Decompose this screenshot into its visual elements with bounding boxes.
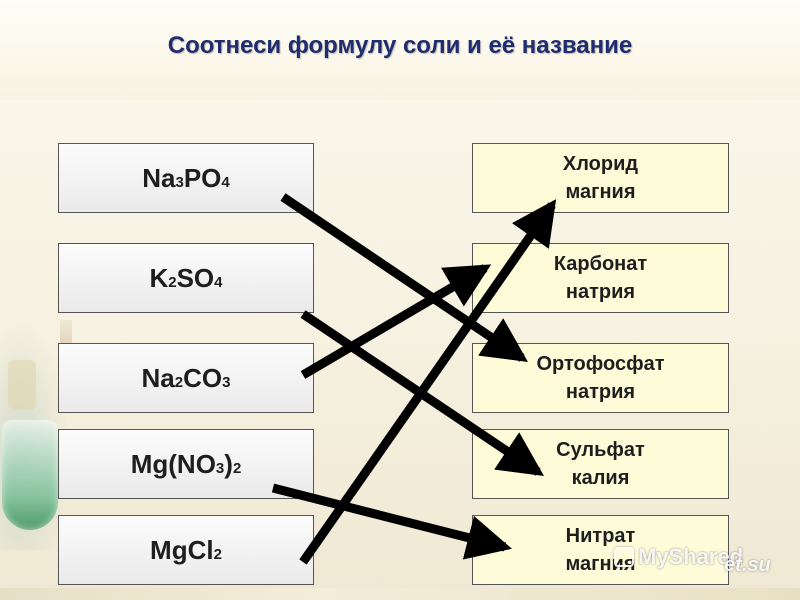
arrow-na2co3-to-carbonate [300, 264, 492, 379]
watermark-site: et.su [724, 554, 771, 576]
name-line-1: Нитрат [565, 525, 636, 547]
site-watermark: MyShared et.su [614, 540, 784, 576]
watermark-brand: MyShared [638, 544, 744, 569]
name-line-1: Сульфат [556, 439, 645, 461]
name-box-sodium-orthophosphate: Ортофосфат натрия [472, 343, 729, 413]
name-line-1: Хлорид [562, 153, 639, 175]
name-box-potassium-sulfate: Сульфат калия [472, 429, 729, 499]
myshared-logo-icon [614, 547, 634, 567]
name-line-2: калия [571, 467, 630, 489]
header-band [0, 0, 800, 100]
footer-stripe [0, 588, 800, 600]
name-line-2: натрия [565, 281, 636, 303]
name-box-magnesium-chloride: Хлорид магния [472, 143, 729, 213]
name-line-1: Карбонат [553, 253, 648, 275]
slide-title: Соотнеси формулу соли и её название [167, 32, 633, 59]
name-line-1: Ортофосфат [536, 353, 665, 375]
name-line-2: магния [565, 181, 636, 203]
name-line-2: магния [565, 553, 636, 575]
name-line-2: натрия [565, 381, 636, 403]
name-box-sodium-carbonate: Карбонат натрия [472, 243, 729, 313]
